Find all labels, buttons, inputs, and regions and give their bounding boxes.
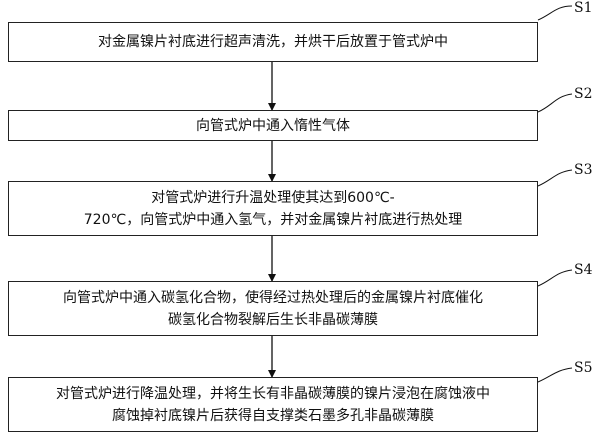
- step-s5-line2: 腐蚀掉衬底镍片后获得自支撑类石墨多孔非晶碳薄膜: [112, 407, 434, 424]
- leader-s2: [537, 93, 573, 113]
- step-box-s3: 对管式炉进行升温处理使其达到600℃- 720℃，向管式炉中通入氢气，并对金属镍…: [8, 181, 538, 236]
- step-box-s4: 向管式炉中通入碳氢化合物，使得经过热处理后的金属镍片衬底催化 碳氢化合物裂解后生…: [8, 281, 538, 336]
- step-label-s5: S5: [574, 360, 593, 376]
- step-box-s5: 对管式炉进行降温处理，并将生长有非晶碳薄膜的镍片浸泡在腐蚀液中 腐蚀掉衬底镍片后…: [8, 377, 538, 432]
- step-label-s4: S4: [574, 262, 593, 278]
- step-label-s2: S2: [574, 86, 593, 102]
- step-box-s1: 对金属镍片衬底进行超声清洗，并烘干后放置于管式炉中: [8, 22, 538, 62]
- step-s1-text: 对金属镍片衬底进行超声清洗，并烘干后放置于管式炉中: [98, 34, 448, 50]
- step-label-s1: S1: [574, 0, 593, 16]
- step-box-s2: 向管式炉中通入惰性气体: [8, 110, 538, 141]
- step-s2-text: 向管式炉中通入惰性气体: [196, 117, 350, 134]
- step-label-s3: S3: [574, 162, 593, 178]
- step-s3-line1: 对管式炉进行升温处理使其达到600℃-: [151, 189, 395, 206]
- step-s4-line1: 向管式炉中通入碳氢化合物，使得经过热处理后的金属镍片衬底催化: [63, 289, 483, 306]
- step-s3-line2: 720℃，向管式炉中通入氢气，并对金属镍片衬底进行热处理: [83, 211, 463, 228]
- step-s5-line1: 对管式炉进行降温处理，并将生长有非晶碳薄膜的镍片浸泡在腐蚀液中: [56, 385, 490, 402]
- leader-s3: [537, 169, 573, 187]
- leader-s4: [537, 269, 573, 287]
- step-s4-line2: 碳氢化合物裂解后生长非晶碳薄膜: [168, 311, 378, 328]
- leader-s1: [537, 5, 573, 21]
- leader-s5: [537, 367, 573, 383]
